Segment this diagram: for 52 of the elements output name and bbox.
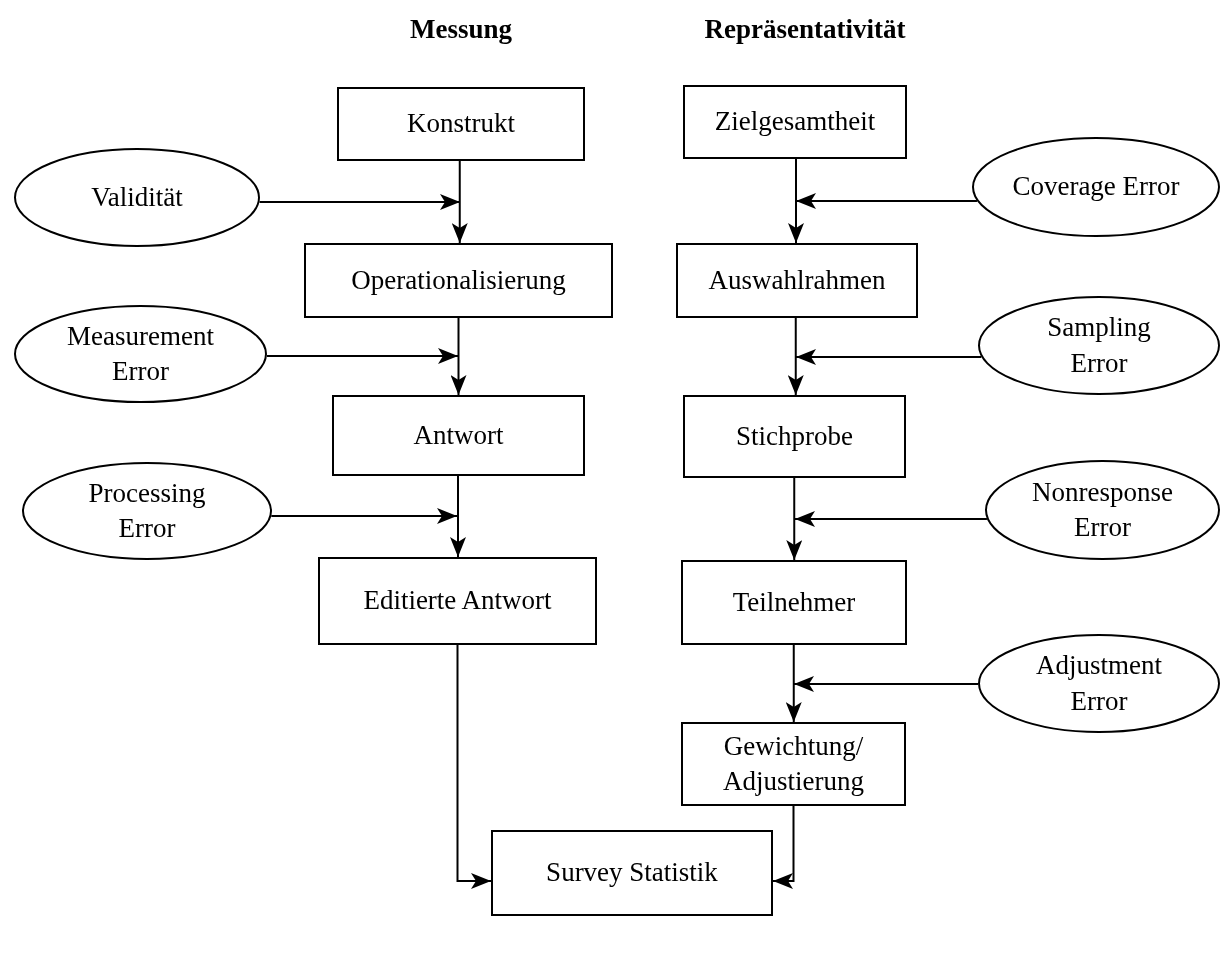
process-box	[491, 830, 773, 916]
arrow	[785, 644, 802, 723]
error-ellipse	[985, 460, 1220, 560]
arrow	[772, 805, 795, 889]
node-label: Auswahlrahmen	[707, 263, 887, 297]
arrow	[793, 676, 979, 692]
node-label: Coverage Error	[1011, 170, 1181, 204]
arrow	[451, 160, 468, 244]
arrow	[450, 317, 467, 396]
arrow	[456, 644, 492, 889]
arrow	[788, 158, 804, 244]
arrow	[270, 508, 458, 524]
error-ellipse	[14, 148, 260, 247]
node-label: Nonresponse Error	[1031, 475, 1174, 544]
node-label: Measurement Error	[66, 319, 215, 388]
node-label: Sampling Error	[1046, 311, 1152, 380]
arrow	[787, 317, 804, 396]
node-label: Validität	[90, 180, 184, 214]
node-label: Adjustment Error	[1035, 649, 1163, 718]
process-box	[681, 560, 907, 645]
arrow	[258, 194, 461, 210]
node-label: Zielgesamtheit	[713, 105, 877, 139]
process-box	[683, 85, 907, 159]
arrow	[786, 477, 803, 561]
node-label: Survey Statistik	[545, 856, 719, 890]
error-ellipse	[978, 634, 1220, 733]
process-box	[318, 557, 597, 645]
process-box	[681, 722, 906, 806]
error-ellipse	[22, 462, 272, 560]
error-ellipse	[14, 305, 267, 403]
node-label: Gewichtung/ Adjustierung	[722, 729, 865, 798]
node-label: Konstrukt	[406, 107, 516, 141]
node-label: Editierte Antwort	[362, 584, 553, 618]
arrow	[450, 475, 466, 558]
column-heading: Repräsentativität	[704, 14, 906, 45]
node-label: Teilnehmer	[731, 585, 857, 619]
column-heading: Messung	[410, 14, 512, 45]
error-ellipse	[978, 296, 1220, 395]
node-label: Operationalisierung	[350, 263, 567, 297]
arrow	[265, 348, 459, 364]
error-ellipse	[972, 137, 1220, 237]
process-box	[337, 87, 585, 161]
process-box	[676, 243, 918, 318]
node-label: Antwort	[412, 418, 505, 452]
arrow	[795, 349, 983, 365]
node-label: Processing Error	[87, 476, 207, 545]
arrow	[795, 193, 978, 209]
process-box	[332, 395, 585, 476]
arrow	[794, 511, 988, 527]
process-box	[304, 243, 613, 318]
node-label: Stichprobe	[735, 419, 854, 453]
process-box	[683, 395, 906, 478]
